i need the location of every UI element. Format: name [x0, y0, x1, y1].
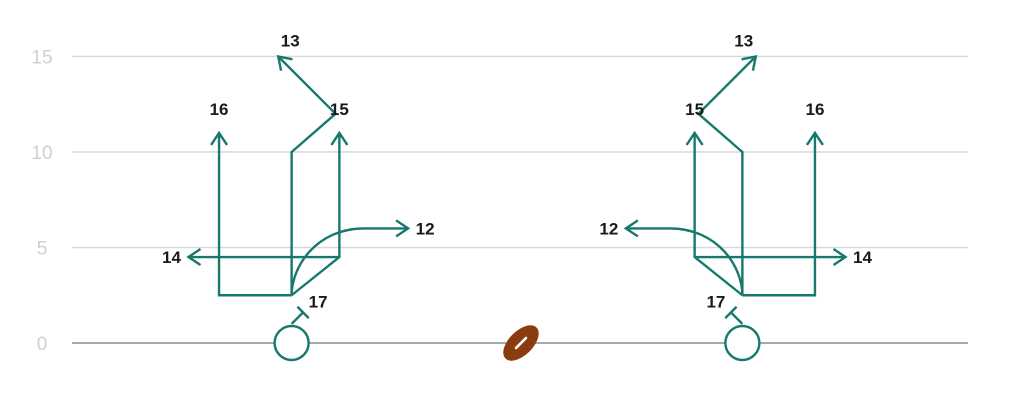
route-13-right-arrowhead	[741, 54, 758, 71]
route-12-left-arrowhead	[395, 219, 411, 238]
football-icon	[503, 325, 539, 361]
yard-tick-label-10: 10	[31, 143, 52, 164]
player-circle-icon-left	[273, 324, 310, 362]
yard-tick-label-0: 0	[37, 334, 48, 355]
yard-tick-label-15: 15	[31, 48, 52, 69]
route-17-right-block-bar	[724, 305, 738, 319]
route-label-14-left: 14	[162, 248, 181, 267]
route-13-left	[277, 55, 338, 296]
football-lace	[514, 336, 528, 350]
route-12-left	[290, 227, 409, 296]
route-17-left	[290, 311, 304, 325]
route-label-13-right: 13	[734, 32, 753, 51]
route-label-15-left: 15	[330, 100, 349, 119]
route-12-right	[625, 227, 744, 296]
route-17-right	[730, 311, 744, 325]
player-circle-icon-right	[724, 324, 761, 362]
route-label-16-right: 16	[805, 100, 824, 119]
route-layer	[186, 54, 848, 325]
route-label-16-left: 16	[210, 100, 229, 119]
route-13-right	[696, 55, 757, 296]
route-12-right-arrowhead	[623, 219, 639, 238]
yard-tick-label-5: 5	[37, 239, 48, 260]
route-16-right	[742, 132, 817, 297]
route-label-12-right: 12	[599, 219, 618, 238]
route-label-15-right: 15	[685, 100, 704, 119]
route-label-17-left: 17	[309, 292, 328, 311]
route-16-left-arrowhead	[210, 130, 229, 146]
route-13-left-arrowhead	[276, 54, 293, 71]
route-15-left-arrowhead	[330, 130, 349, 146]
player-layer	[273, 324, 761, 362]
route-14-right-arrowhead	[832, 248, 848, 267]
route-16-right-arrowhead	[805, 130, 824, 146]
route-label-14-right: 14	[853, 248, 872, 267]
yard-grid	[72, 55, 968, 344]
route-15-right-arrowhead	[685, 130, 704, 146]
yard-tick-labels: 0 5 10 15	[31, 48, 52, 356]
route-labels: 13 15 16 14 12 17 13 15 16 14 12 17	[162, 32, 872, 312]
route-16-left	[217, 132, 292, 297]
route-17-left-block-bar	[296, 305, 310, 319]
route-14-left-arrowhead	[186, 248, 202, 267]
route-label-13-left: 13	[281, 32, 300, 51]
route-15-right	[693, 132, 744, 297]
route-label-12-left: 12	[416, 219, 435, 238]
route-15-left	[290, 132, 341, 297]
route-label-17-right: 17	[706, 292, 725, 311]
